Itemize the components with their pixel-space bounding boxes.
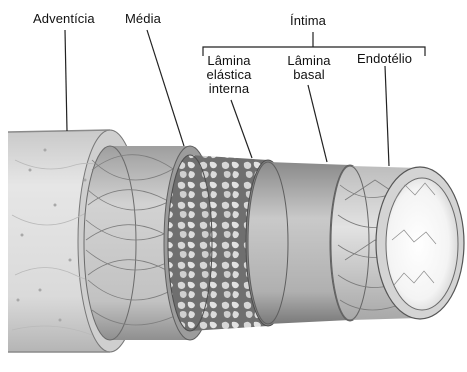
label-lamina-basal-line2: basal [283, 68, 335, 82]
label-lamina-basal-line1: Lâmina [283, 54, 335, 68]
lumen [376, 167, 464, 319]
label-lamina-elastica-interna-line3: interna [198, 82, 260, 96]
label-lamina-elastica-interna-line2: elástica [198, 68, 260, 82]
label-media: Média [125, 12, 161, 26]
label-adventicia: Adventícia [33, 12, 95, 26]
label-lamina-elastica-interna: Lâmina elástica interna [198, 54, 260, 96]
label-lamina-elastica-interna-line1: Lâmina [198, 54, 260, 68]
label-lamina-basal: Lâmina basal [283, 54, 335, 82]
label-endotelio: Endotélio [357, 52, 412, 66]
label-intima: Íntima [290, 14, 326, 28]
